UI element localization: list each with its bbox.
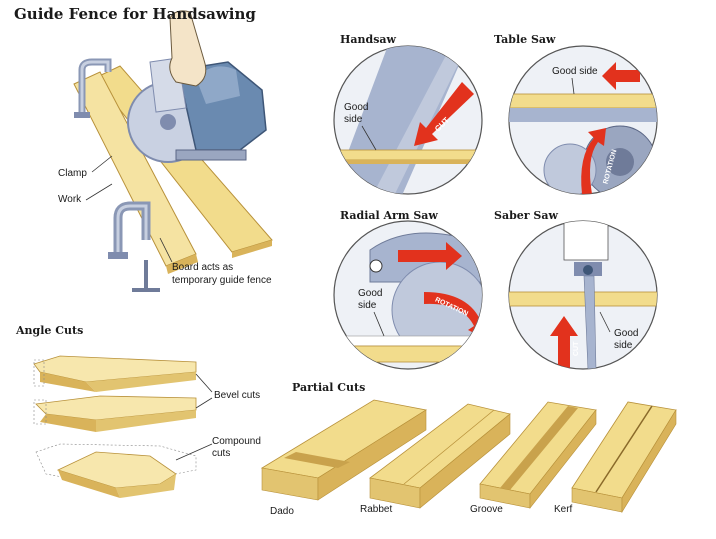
- label-board-line1: Board acts as: [172, 262, 234, 273]
- table-saw-arrow-top: [602, 62, 640, 90]
- clamp-bottom: [108, 201, 160, 292]
- dado-board: [260, 399, 428, 501]
- radial-saw-arrow-top: [398, 242, 462, 270]
- panel-handsaw: CUT: [333, 45, 483, 195]
- partial-cuts-illustration: [260, 399, 677, 514]
- saber-saw-arrow-text: CUT: [573, 341, 580, 356]
- section-title-partial-cuts: Partial Cuts: [292, 381, 366, 394]
- panel-table-saw: ROTATION: [508, 45, 658, 195]
- label-kerf: Kerf: [554, 504, 573, 515]
- rabbet-board: [369, 403, 511, 509]
- label-rabbet: Rabbet: [360, 504, 393, 515]
- handsaw-good-side-1: Good: [344, 102, 369, 113]
- main-saw-illustration: [73, 10, 273, 292]
- handsaw-cut-arrow: [414, 82, 474, 146]
- panel-title-table-saw: Table Saw: [494, 33, 556, 46]
- label-dado: Dado: [270, 506, 294, 517]
- label-board-line2: temporary guide fence: [172, 275, 272, 286]
- saber-saw-good-side-2: side: [614, 340, 633, 351]
- page-title: Guide Fence for Handsawing: [14, 5, 256, 23]
- panel-title-handsaw: Handsaw: [340, 33, 396, 46]
- groove-board: [479, 401, 597, 509]
- bevel-board-2: [33, 395, 197, 432]
- radial-saw-rotation-arrow: [424, 292, 482, 338]
- label-compound-2: cuts: [212, 448, 231, 459]
- label-groove: Groove: [470, 504, 503, 515]
- kerf-board: [571, 401, 677, 514]
- panel-radial-arm-saw: ROTATION: [333, 220, 483, 370]
- label-compound-1: Compound: [212, 436, 261, 447]
- radial-saw-good-side-1: Good: [358, 288, 383, 299]
- radial-saw-good-side-2: side: [358, 300, 377, 311]
- angle-cuts-illustration: [33, 355, 213, 498]
- hand: [169, 10, 207, 87]
- panel-saber-saw: CUT: [508, 220, 658, 370]
- clamp-top: [74, 58, 112, 118]
- panel-title-saber-saw: Saber Saw: [494, 209, 558, 222]
- table-saw-good-side: Good side: [552, 66, 598, 77]
- handsaw-good-side-2: side: [344, 114, 363, 125]
- saber-saw-good-side-1: Good: [614, 328, 639, 339]
- label-bevel-cuts: Bevel cuts: [214, 390, 261, 401]
- label-work: Work: [58, 194, 82, 205]
- table-saw-rotation-arrow: [581, 128, 606, 194]
- section-title-angle-cuts: Angle Cuts: [16, 324, 84, 337]
- compound-board: [35, 443, 197, 498]
- bevel-board-1: [33, 355, 197, 392]
- label-clamp: Clamp: [58, 168, 87, 179]
- circular-saw-body: [149, 57, 267, 161]
- panel-title-radial-arm-saw: Radial Arm Saw: [340, 209, 438, 222]
- saber-saw-cut-arrow: [550, 316, 578, 369]
